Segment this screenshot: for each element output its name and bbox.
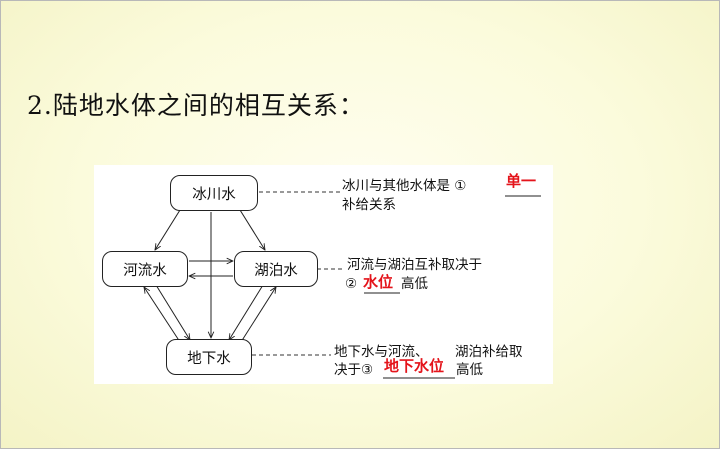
arrow-glacier-to-lake [239, 209, 265, 250]
arrow-groundwater-to-river [144, 287, 181, 343]
answer-3: 地下水位 [384, 357, 445, 375]
note-groundwater-suffix: 高低 [456, 362, 483, 378]
note-river-lake-line1: 河流与湖泊互补取决于 [347, 257, 482, 273]
note-groundwater-line1a: 地下水与河流、 [334, 344, 429, 360]
note-river-lake-prefix: ② [345, 276, 358, 292]
note-groundwater-prefix: 决于③ [334, 362, 374, 378]
slide-title: 2.陆地水体之间的相互关系： [27, 91, 365, 120]
arrow-groundwater-to-lake [240, 287, 276, 343]
note-river-lake-suffix: 高低 [401, 276, 428, 292]
answer-2: 水位 [363, 273, 394, 291]
note-glacier-line1: 冰川与其他水体是 ① [342, 178, 467, 194]
arrow-lake-to-groundwater [229, 284, 264, 340]
node-groundwater: 地下水 [166, 339, 252, 375]
node-river-water: 河流水 [102, 251, 188, 287]
answer-1: 单一 [506, 172, 537, 190]
node-glacier-water: 冰川水 [170, 175, 258, 211]
node-lake-water: 湖泊水 [234, 251, 318, 287]
arrow-glacier-to-river [155, 209, 181, 250]
arrow-river-to-groundwater [155, 284, 190, 340]
note-groundwater-line1b: 湖泊补给取 [455, 344, 523, 360]
note-glacier-line2: 补给关系 [342, 197, 396, 213]
